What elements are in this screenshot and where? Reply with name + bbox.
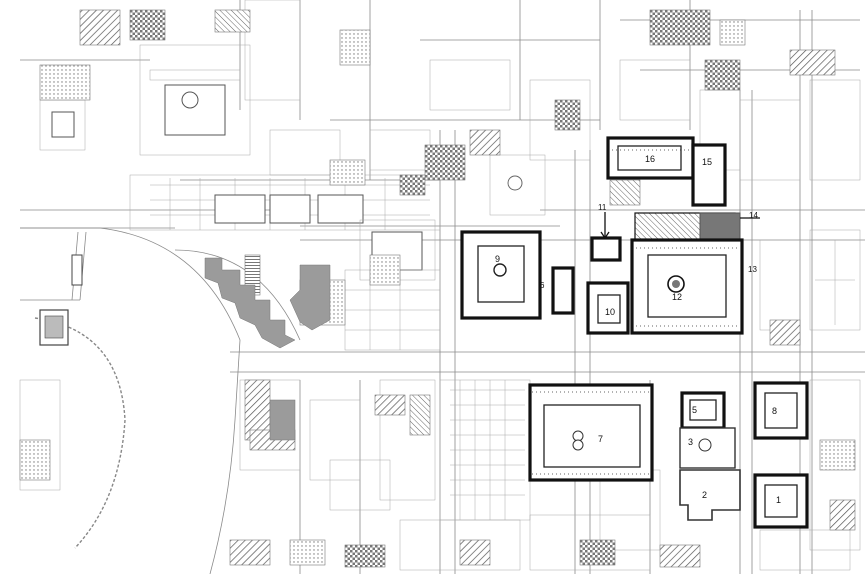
urban-fabric bbox=[19, 0, 861, 571]
patterned-blocks bbox=[19, 9, 856, 568]
label-10: 10 bbox=[605, 307, 615, 317]
monument-15: 15 bbox=[691, 143, 727, 207]
label-16: 16 bbox=[645, 154, 655, 164]
svg-text:6: 6 bbox=[540, 281, 545, 290]
monument-5: 5 bbox=[680, 391, 726, 430]
label-12: 12 bbox=[672, 292, 682, 302]
monument-9: 9 bbox=[460, 230, 542, 320]
monument-10: 10 bbox=[586, 281, 630, 335]
label-5: 5 bbox=[692, 405, 697, 415]
label-3: 3 bbox=[688, 437, 693, 447]
label-7: 7 bbox=[598, 434, 603, 444]
monuments: 9 6 10 11 12 13 bbox=[460, 136, 809, 529]
monument-12: 12 13 bbox=[630, 212, 757, 335]
label-1: 1 bbox=[776, 495, 781, 505]
grey-demolished-block bbox=[204, 257, 331, 441]
colonnade-details bbox=[532, 149, 738, 475]
label-14: 14 bbox=[749, 211, 758, 220]
monument-2: 2 bbox=[679, 469, 741, 521]
monument-1: 1 bbox=[753, 473, 809, 529]
monument-3: 3 bbox=[679, 427, 736, 469]
monument-7: 7 bbox=[528, 383, 654, 482]
monument-8: 8 bbox=[753, 381, 809, 440]
label-15: 15 bbox=[702, 157, 712, 167]
label-13: 13 bbox=[748, 265, 757, 274]
label-9: 9 bbox=[495, 254, 500, 264]
label-8: 8 bbox=[772, 406, 777, 416]
monument-14: 14 bbox=[740, 211, 760, 220]
river-pavilion bbox=[39, 254, 83, 346]
label-11: 11 bbox=[598, 203, 607, 212]
label-2: 2 bbox=[702, 490, 707, 500]
monument-6: 6 bbox=[540, 266, 575, 315]
monument-11: 11 bbox=[590, 203, 622, 262]
monument-16: 16 bbox=[606, 136, 695, 180]
